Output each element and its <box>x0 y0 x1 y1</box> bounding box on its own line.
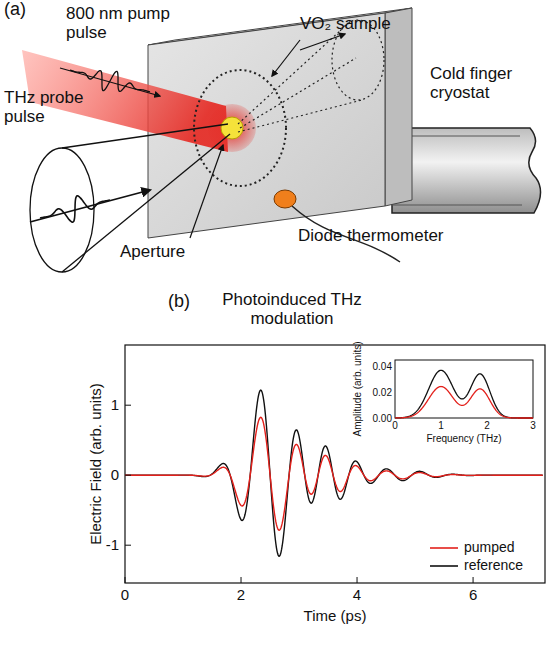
plot-curves <box>125 370 543 583</box>
part-label: VO₂ sample <box>300 15 391 34</box>
axis-label: 0.02 <box>373 387 392 398</box>
axis-label: 4 <box>353 587 361 604</box>
axis-label: 3 <box>530 420 536 431</box>
cryostat <box>392 128 541 213</box>
plot-frame <box>125 345 545 583</box>
panel-label: (b) <box>168 292 190 312</box>
part-label: THz probe pulse <box>4 89 96 126</box>
part-label: 800 nm pump pulse <box>66 5 178 42</box>
axis-label: 1 <box>111 397 119 414</box>
pumped-curve <box>125 417 543 530</box>
transmitted-cone <box>238 20 384 132</box>
axis-label: 2 <box>484 420 490 431</box>
leader-line <box>190 145 223 238</box>
propagation-arrow <box>300 34 345 50</box>
axis-label: 2 <box>237 587 245 604</box>
legend-text: pumped <box>464 540 515 555</box>
axis-label: Electric Field (arb. units) <box>88 383 105 545</box>
inset-frame <box>395 360 533 418</box>
axis-label: 0 <box>121 587 129 604</box>
beam-arrow <box>30 190 150 222</box>
probe-cone <box>30 124 230 272</box>
axis-label: 0 <box>392 420 398 431</box>
part-label: Aperture <box>120 243 185 262</box>
axis-label: 0.04 <box>373 361 392 372</box>
axis-label: 0.00 <box>373 413 392 424</box>
axis-label: 1 <box>438 420 444 431</box>
part-label: Diode thermometer <box>298 227 444 246</box>
diode-thermometer <box>274 190 296 208</box>
axis-label: Frequency (THz) <box>426 433 501 444</box>
legend-text: reference <box>464 558 523 573</box>
axis-label: 0 <box>111 467 119 484</box>
legend-sample <box>430 547 458 549</box>
reference-curve <box>125 390 543 556</box>
axis-label: Amplitude (arb. units) <box>352 341 363 436</box>
aperture <box>221 117 243 139</box>
part-label: Cold finger cryostat <box>430 65 540 102</box>
part-label: (a) <box>4 0 26 20</box>
axis-label: -1 <box>106 537 119 554</box>
panel-title: Photoinduced THz modulation <box>192 291 392 328</box>
axis-label: 6 <box>469 587 477 604</box>
axis-label: Time (ps) <box>304 608 367 625</box>
thz-pulse <box>40 196 110 222</box>
legend-sample <box>430 565 458 567</box>
leader-line <box>272 40 300 76</box>
